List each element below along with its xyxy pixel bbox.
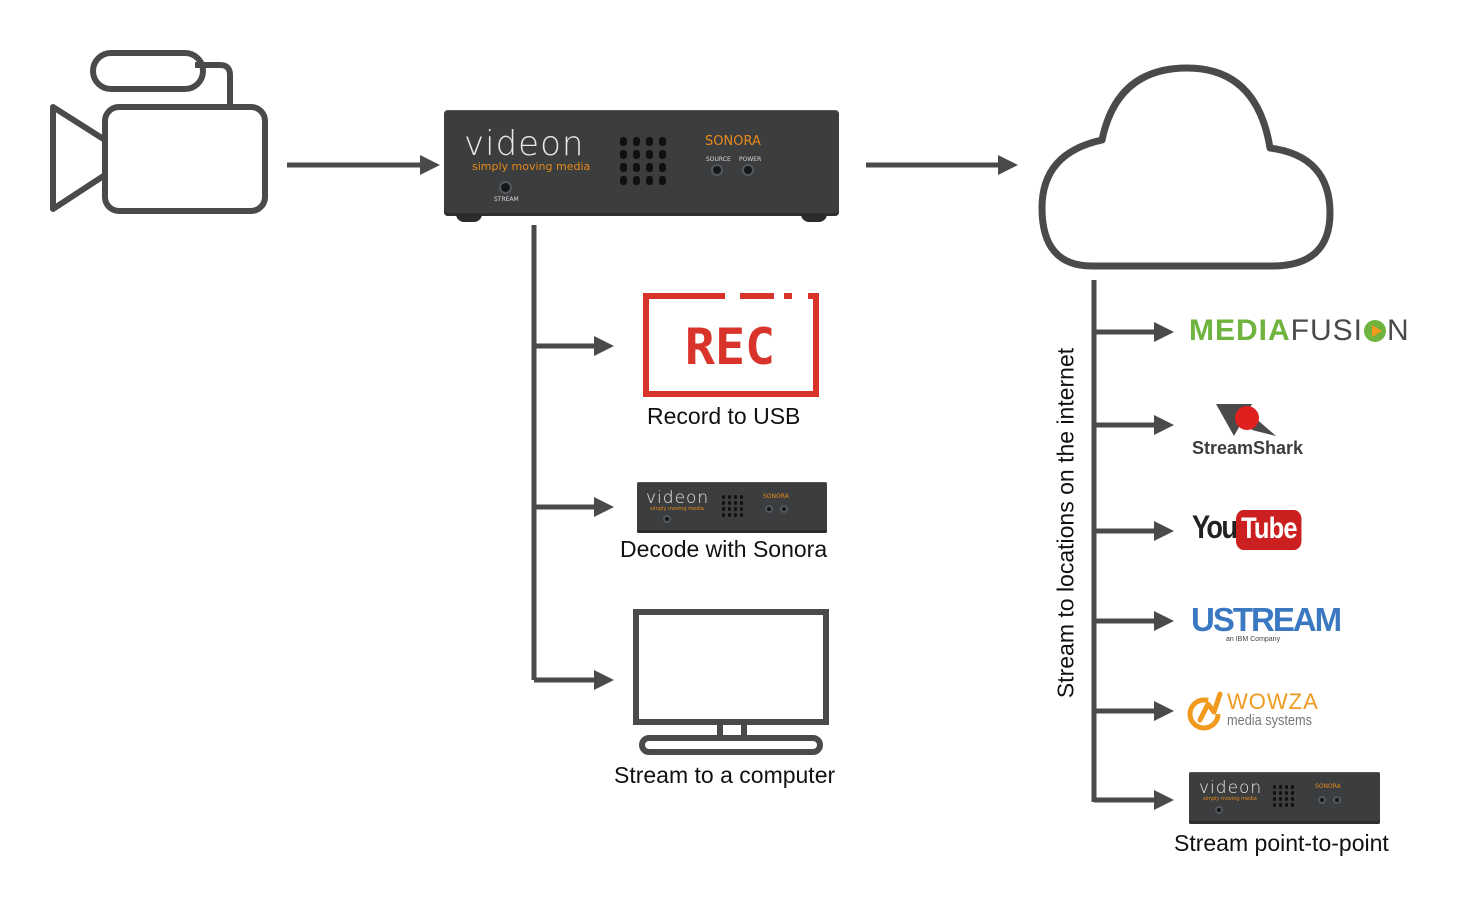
stream-label: STREAM (494, 196, 519, 203)
videon-tagline: simply moving media (472, 160, 591, 173)
decoder-vent (722, 495, 743, 517)
internet-vertical-label: Stream to locations on the internet (1052, 347, 1079, 699)
p2p-tagline: simply moving media (1203, 796, 1257, 802)
p2p-vent (1273, 785, 1294, 807)
vent-grille (620, 137, 666, 185)
p2p-stream-button (1217, 808, 1221, 812)
decoder-power-indicator (782, 507, 786, 511)
monitor-icon (633, 609, 829, 755)
ustream-text: USTREAM (1191, 601, 1342, 638)
mediafusion-o-icon (1364, 320, 1387, 342)
decode-with-sonora-label: Decode with Sonora (620, 536, 828, 562)
streamshark-icon (1216, 404, 1276, 436)
stream-to-computer-label: Stream to a computer (614, 762, 836, 788)
videon-encoder-device: videon simply moving media SONORA SOURCE… (444, 110, 839, 222)
p2p-brand-text: videon (1199, 778, 1263, 798)
wowza-subtext: media systems (1227, 712, 1313, 729)
ustream-subtext: an IBM Company (1226, 636, 1281, 643)
p2p-videon-device: videon simply moving media SONORA (1189, 772, 1380, 824)
decoder-model-label: SONORA (763, 493, 789, 500)
p2p-model-label: SONORA (1315, 783, 1341, 790)
cloud-icon (1038, 64, 1334, 270)
youtube-tube-badge: Tube (1236, 510, 1302, 550)
mediafusion-logo: MEDIAFUSI N (1189, 314, 1410, 348)
decoder-stream-button (665, 517, 669, 521)
videon-brand-text: videon (464, 124, 585, 164)
video-camera-icon (50, 50, 268, 214)
wowza-text: WOWZA (1227, 689, 1319, 714)
stream-point-to-point-label: Stream point-to-point (1174, 830, 1389, 856)
source-indicator (713, 166, 721, 174)
sonora-model-label: SONORA (705, 134, 761, 149)
wowza-icon (1187, 691, 1223, 731)
rec-text: REC (685, 318, 775, 376)
source-label: SOURCE (706, 156, 731, 163)
decoder-tagline: simply moving media (650, 506, 704, 512)
mediafusion-text-c: N (1387, 314, 1410, 347)
mediafusion-text-b: FUSI (1290, 314, 1364, 347)
youtube-you-text: You (1192, 509, 1238, 545)
decoder-brand-text: videon (646, 488, 710, 508)
rec-icon: REC (643, 293, 819, 397)
record-to-usb-label: Record to USB (647, 403, 801, 429)
streamshark-text: StreamShark (1192, 438, 1304, 458)
p2p-power-indicator (1335, 798, 1339, 802)
power-indicator (744, 166, 752, 174)
p2p-source-indicator (1320, 798, 1324, 802)
mediafusion-text-a: MEDIA (1189, 314, 1291, 347)
power-label: POWER (739, 156, 762, 163)
decoder-source-indicator (767, 507, 771, 511)
sonora-decoder-device: videon simply moving media SONORA (637, 482, 827, 533)
stream-button (501, 183, 510, 192)
